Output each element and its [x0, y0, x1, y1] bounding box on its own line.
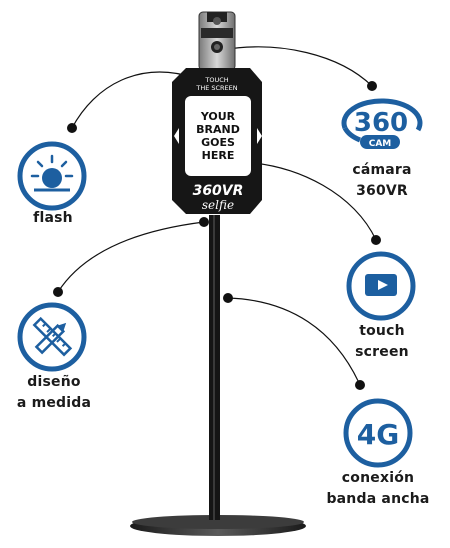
label-camera-line-1: cámara	[352, 162, 412, 178]
label-network-line-1: conexión	[341, 470, 415, 486]
label-network-line-2: banda ancha	[326, 491, 430, 507]
label-network: conexión banda ancha	[322, 468, 434, 510]
connector-design	[57, 221, 205, 293]
label-design-line-1: diseño	[27, 374, 81, 390]
kiosk	[130, 11, 306, 536]
label-camera-line-2: 360VR	[356, 183, 408, 199]
label-touch: touch screen	[344, 321, 420, 363]
touch-line-1: TOUCH	[204, 76, 228, 84]
label-design: diseño a medida	[8, 372, 100, 414]
brand-line-4: HERE	[202, 149, 235, 162]
logo-sub: selfie	[202, 198, 234, 212]
network-icon-text: 4G	[357, 418, 399, 451]
label-flash-line-1: flash	[33, 210, 73, 226]
cam-icon-small: CAM	[369, 139, 392, 149]
label-touch-line-1: touch	[359, 323, 405, 339]
kiosk-screen	[185, 96, 251, 176]
label-design-line-2: a medida	[16, 395, 92, 411]
brand-line-2: BRAND	[196, 123, 240, 136]
connector-network	[227, 297, 361, 386]
cam-icon-big: 360	[354, 108, 408, 138]
brand-line-3: GOES	[201, 136, 235, 149]
label-camera: cámara 360VR	[342, 160, 422, 202]
touch-line-2: THE SCREEN	[195, 84, 237, 92]
ruler-pencil-icon	[17, 302, 87, 372]
360-cam-icon	[341, 98, 423, 149]
kiosk-texts: TOUCH THE SCREEN YOUR BRAND GOES HERE 36…	[193, 76, 409, 451]
connector-camera	[221, 46, 373, 87]
connector-flash	[71, 71, 196, 129]
sun-icon	[17, 141, 87, 211]
connector-lines	[57, 46, 377, 386]
play-screen-icon	[346, 251, 416, 321]
4g-icon	[343, 398, 413, 468]
brand-line-1: YOUR	[200, 110, 236, 123]
label-touch-line-2: screen	[355, 344, 409, 360]
logo-main: 360VR	[193, 183, 244, 199]
connector-touch	[241, 161, 377, 241]
label-flash: flash	[22, 208, 84, 229]
